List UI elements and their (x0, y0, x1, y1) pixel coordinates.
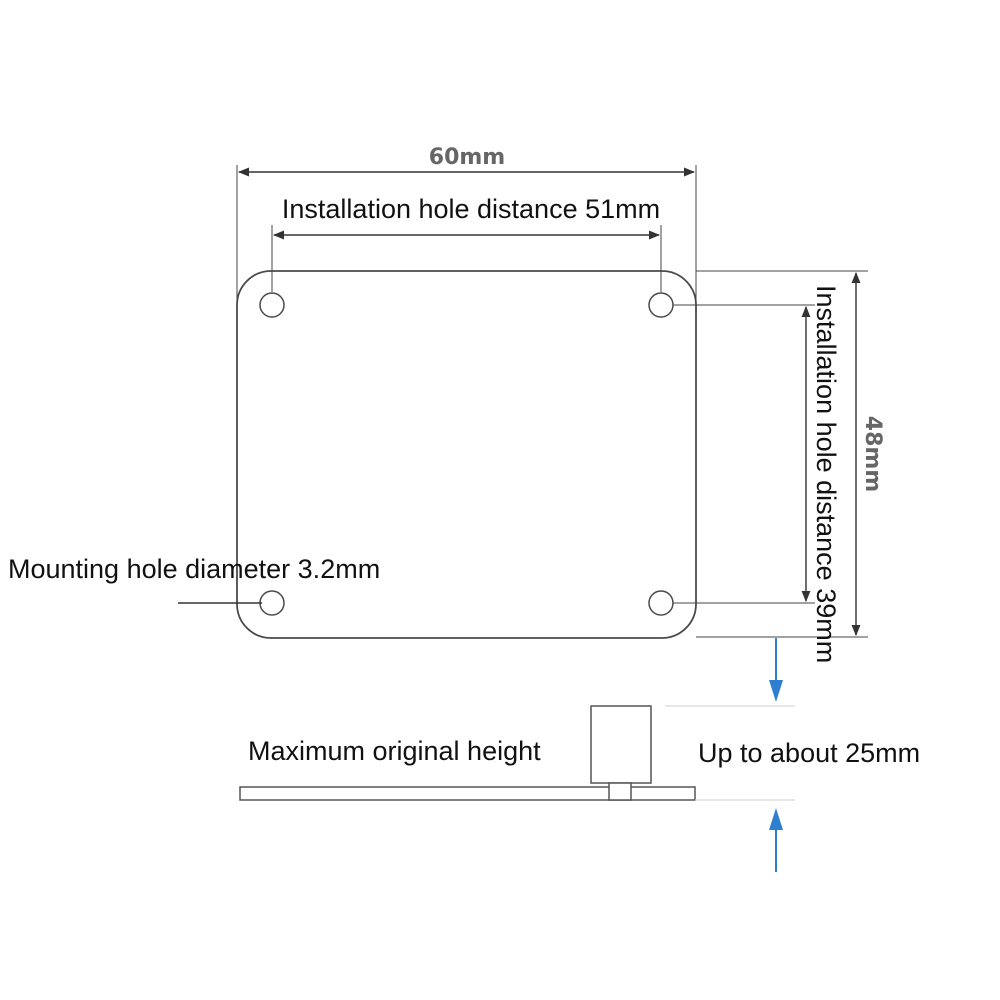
board-height-label: 48mm (860, 416, 885, 492)
height-value-label: Up to about 25mm (698, 738, 920, 768)
board-width-label: 60mm (429, 145, 505, 170)
side-view: Maximum original height Up to about 25mm (239, 705, 920, 801)
hole-distance-vertical-dimension: Installation hole distance 39mm (673, 285, 841, 663)
max-height-label: Maximum original height (248, 736, 541, 766)
mounting-hole-top-left (259, 292, 285, 318)
side-component-stem (608, 782, 632, 801)
side-component-body (590, 705, 652, 784)
hole-diameter-callout: Mounting hole diameter 3.2mm (8, 554, 380, 604)
hole-distance-horizontal-label: Installation hole distance 51mm (282, 194, 660, 224)
hole-distance-vertical-label: Installation hole distance 39mm (811, 285, 841, 663)
mounting-hole-bottom-right (648, 590, 674, 616)
up-arrow-head (769, 808, 783, 830)
height-arrows (769, 638, 783, 872)
hole-diameter-label: Mounting hole diameter 3.2mm (8, 554, 380, 584)
board-outline (236, 270, 697, 639)
height-dimension: 48mm (696, 270, 885, 638)
width-dimension: 60mm (236, 145, 697, 300)
down-arrow-head (769, 680, 783, 702)
mounting-hole-bottom-left (259, 590, 285, 616)
hole-distance-horizontal-dimension: Installation hole distance 51mm (271, 194, 662, 292)
side-board (239, 786, 696, 801)
mounting-hole-top-right (648, 292, 674, 318)
